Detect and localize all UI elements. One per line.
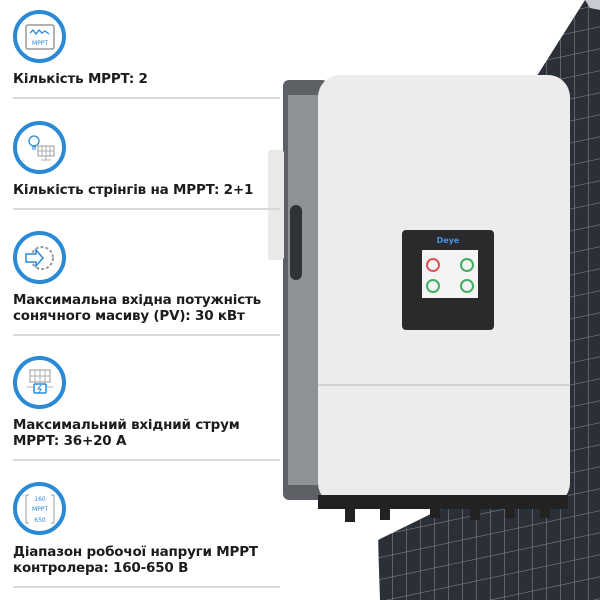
- lightbulb-solar-panel-icon: [13, 121, 66, 174]
- feature-label: Кількість стрінгів на MPPT: 2+1: [13, 182, 254, 198]
- arrow-gear-icon: [13, 231, 66, 284]
- feature-label: Максимальна вхідна потужність: [13, 292, 261, 308]
- feature-label-line2: контролера: 160-650 В: [13, 560, 189, 576]
- svg-text:650: 650: [34, 517, 46, 524]
- divider: [13, 586, 280, 588]
- svg-text:160: 160: [34, 496, 46, 503]
- feature-label-line2: MPPT: 36+20 А: [13, 433, 127, 449]
- svg-text:MPPT: MPPT: [31, 40, 47, 47]
- solar-panel-battery-icon: [13, 356, 66, 409]
- mppt-monitor-icon: MPPT: [13, 10, 66, 63]
- divider: [13, 459, 280, 461]
- feature-label: Кількість MPPT: 2: [13, 71, 148, 87]
- divider: [13, 97, 280, 99]
- feature-label: Діапазон робочої напруги MPPT: [13, 544, 258, 560]
- feature-label: Максимальний вхідний струм: [13, 417, 240, 433]
- svg-text:MPPT: MPPT: [31, 506, 47, 513]
- inverter-screen: [422, 250, 478, 298]
- brand-logo: Deye: [437, 236, 460, 245]
- divider: [13, 334, 280, 336]
- divider: [13, 208, 280, 210]
- feature-label-line2: сонячного масиву (PV): 30 кВт: [13, 308, 245, 324]
